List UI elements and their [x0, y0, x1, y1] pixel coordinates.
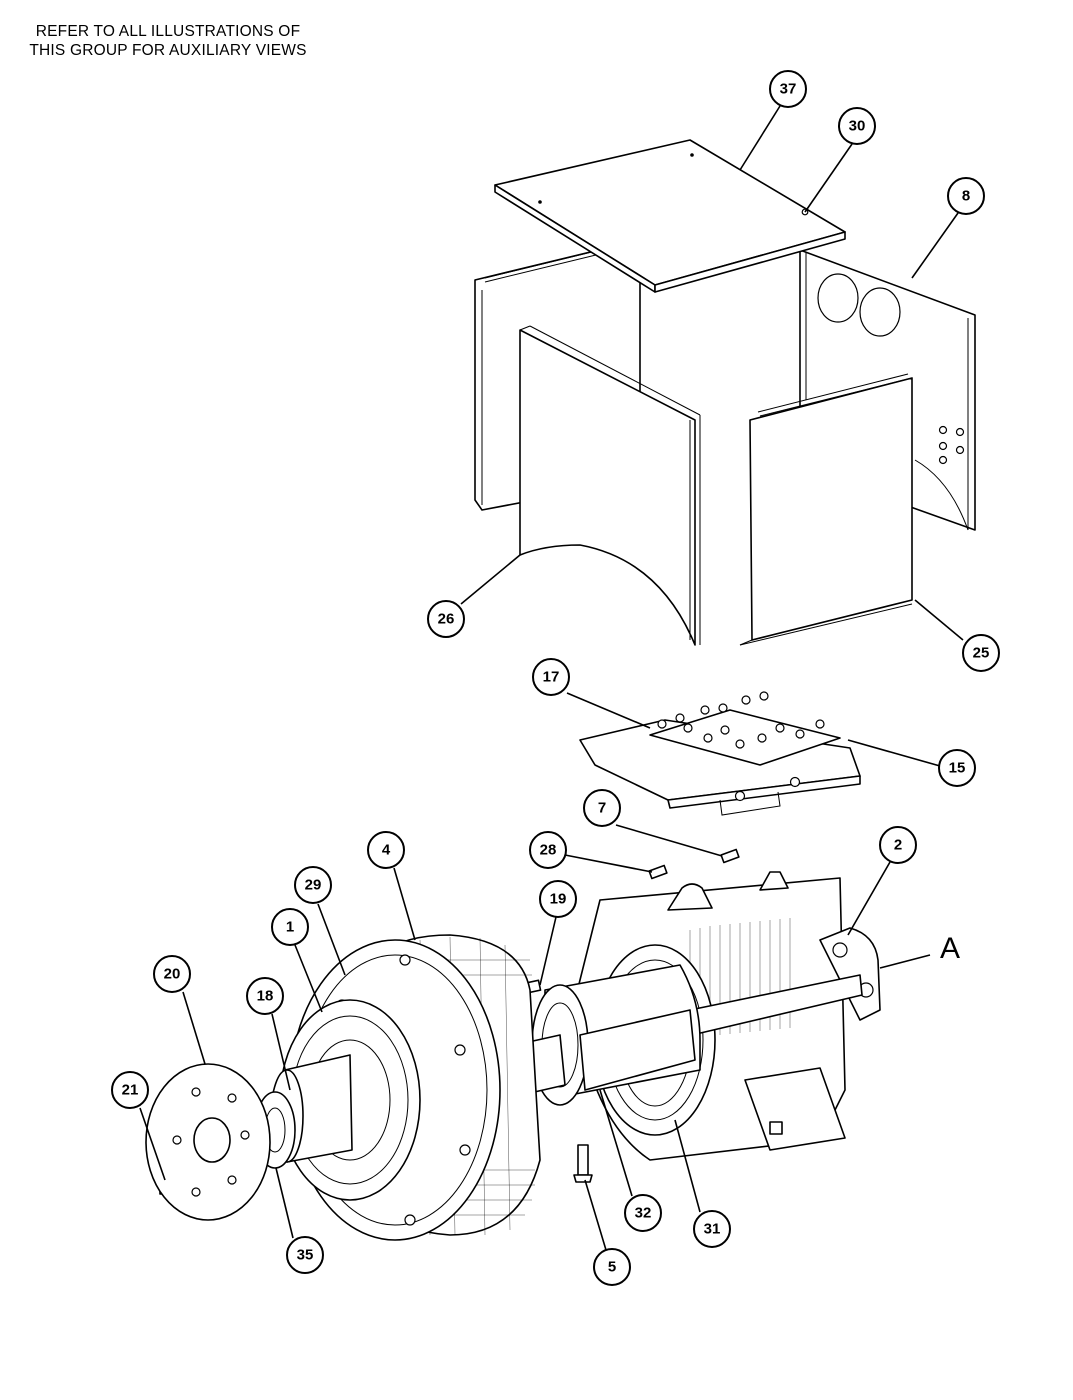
callout-4: 4	[367, 831, 405, 869]
svg-text:7: 7	[598, 800, 606, 817]
callout-29: 29	[294, 866, 332, 904]
callout-8: 8	[947, 177, 985, 215]
svg-text:18: 18	[257, 988, 274, 1005]
svg-text:31: 31	[704, 1221, 721, 1238]
callout-32: 32	[624, 1194, 662, 1232]
svg-text:2: 2	[894, 837, 902, 854]
rear-left-panel-louvers	[484, 249, 601, 283]
svg-text:37: 37	[780, 81, 797, 98]
lifting-eye-rear	[759, 871, 789, 891]
svg-text:28: 28	[540, 842, 557, 859]
svg-text:29: 29	[305, 877, 322, 894]
front-right-panel	[749, 377, 913, 641]
callout-15: 15	[938, 749, 976, 787]
callout-28: 28	[529, 831, 567, 869]
callout-37: 37	[769, 70, 807, 108]
svg-text:19: 19	[550, 891, 567, 908]
terminal-board-assembly	[579, 691, 861, 816]
screw-28	[648, 864, 668, 880]
svg-text:30: 30	[849, 118, 866, 135]
leader-lines	[139, 105, 964, 1251]
callout-25: 25	[962, 634, 1000, 672]
svg-text:20: 20	[164, 966, 181, 983]
callout-35: 35	[286, 1236, 324, 1274]
enclosure-assembly	[474, 139, 976, 646]
callout-18: 18	[246, 977, 284, 1015]
svg-text:26: 26	[438, 611, 455, 628]
auxiliary-views-note: REFER TO ALL ILLUSTRATIONS OF THIS GROUP…	[8, 22, 328, 60]
svg-text:15: 15	[949, 760, 966, 777]
note-line-2: THIS GROUP FOR AUXILIARY VIEWS	[29, 42, 307, 59]
callout-26: 26	[427, 600, 465, 638]
svg-text:21: 21	[122, 1082, 139, 1099]
callout-30: 30	[838, 107, 876, 145]
bolt-5	[573, 1144, 593, 1183]
note-line-1: REFER TO ALL ILLUSTRATIONS OF	[35, 23, 301, 40]
svg-text:32: 32	[635, 1205, 652, 1222]
callout-31: 31	[693, 1210, 731, 1248]
callout-1: 1	[271, 908, 309, 946]
rotor-pole	[579, 1009, 696, 1091]
svg-text:1: 1	[286, 919, 294, 936]
terminal-access-hole-1	[817, 273, 859, 323]
svg-text:5: 5	[608, 1259, 616, 1276]
svg-text:17: 17	[543, 669, 560, 686]
callout-bubbles: 37 30 8 26 25 17 15 7 28 4 2 29 19 1 20	[111, 70, 1000, 1286]
callout-17: 17	[532, 658, 570, 696]
callout-19: 19	[539, 880, 577, 918]
screw-7	[720, 848, 740, 864]
callout-2: 2	[879, 826, 917, 864]
svg-text:35: 35	[297, 1247, 314, 1264]
lifting-eye-front	[667, 883, 713, 911]
terminal-studs	[657, 691, 825, 749]
svg-text:4: 4	[382, 842, 391, 859]
svg-text:8: 8	[962, 188, 970, 205]
terminal-access-hole-2	[859, 287, 901, 337]
bracket-screw-1	[734, 790, 746, 802]
view-label-a: A	[940, 932, 960, 965]
callout-5: 5	[593, 1248, 631, 1286]
svg-text:25: 25	[973, 645, 990, 662]
terminal-board	[649, 709, 841, 766]
callout-21: 21	[111, 1071, 149, 1109]
callout-20: 20	[153, 955, 191, 993]
bracket-screw-2	[789, 776, 801, 788]
callout-7: 7	[583, 789, 621, 827]
generator-assembly	[145, 871, 881, 1241]
front-left-panel	[519, 329, 696, 646]
